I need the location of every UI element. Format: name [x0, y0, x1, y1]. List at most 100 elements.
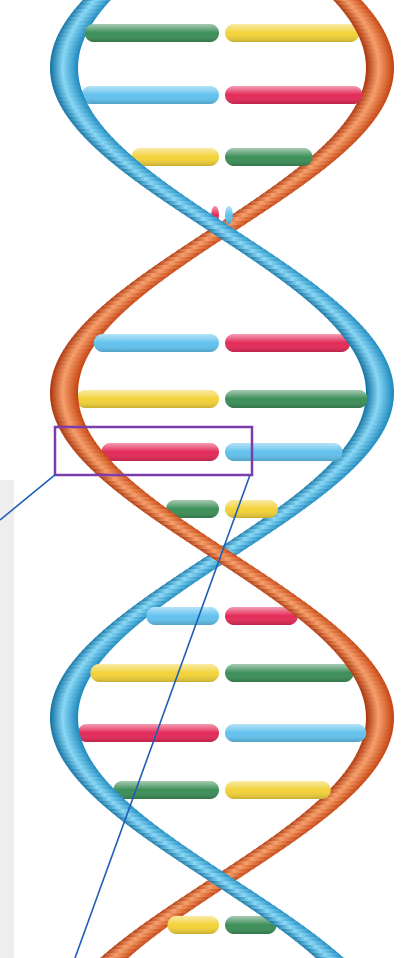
blue-strand-segment — [91, 637, 123, 642]
blue-strand-segment — [243, 253, 277, 258]
blue-strand-segment — [247, 525, 281, 530]
orange-strand-segment — [329, 645, 361, 650]
blue-strand-segment — [298, 293, 331, 298]
blue-strand-segment — [246, 905, 280, 910]
blue-strand-segment — [182, 213, 216, 218]
base-left-shine — [132, 148, 219, 166]
orange-strand-segment — [241, 577, 275, 582]
orange-strand-segment — [287, 609, 320, 614]
base-right-shine — [225, 206, 233, 224]
blue-strand-segment — [109, 621, 142, 626]
orange-strand-segment — [161, 257, 195, 262]
orange-strand-segment — [54, 417, 84, 422]
blue-strand-segment — [285, 933, 318, 938]
blue-strand-segment — [275, 925, 308, 930]
orange-strand-segment — [360, 741, 389, 746]
blue-strand-segment — [344, 337, 375, 342]
blue-strand-segment — [51, 77, 80, 82]
blue-strand-segment — [114, 617, 147, 622]
blue-strand-segment — [61, 757, 91, 762]
blue-strand-segment — [362, 369, 391, 374]
orange-strand-segment — [364, 53, 393, 58]
blue-strand-segment — [68, 117, 99, 122]
base-left-shine — [90, 664, 219, 682]
orange-strand-segment — [270, 597, 304, 602]
orange-strand-segment — [193, 545, 227, 550]
blue-strand-segment — [54, 741, 83, 746]
orange-strand-segment — [246, 201, 280, 206]
blue-strand-segment — [293, 289, 326, 294]
blue-strand-segment — [340, 449, 371, 454]
blue-strand-segment — [139, 833, 173, 838]
orange-strand-segment — [176, 897, 210, 902]
orange-strand-segment — [170, 901, 204, 906]
blue-strand-segment — [97, 149, 129, 154]
blue-strand-segment — [59, 29, 89, 34]
blue-strand-segment — [363, 373, 392, 378]
orange-strand-segment — [364, 729, 393, 734]
base-pair — [82, 86, 363, 104]
blue-strand-segment — [260, 265, 294, 270]
orange-strand-segment — [291, 169, 324, 174]
blue-strand-segment — [354, 429, 384, 434]
blue-strand-segment — [352, 349, 382, 354]
blue-strand-segment — [74, 125, 105, 130]
blue-strand-segment — [63, 109, 93, 114]
orange-strand-segment — [128, 281, 161, 286]
blue-strand-segment — [51, 705, 80, 710]
blue-strand-segment — [235, 533, 269, 538]
blue-strand-segment — [219, 237, 253, 242]
orange-strand-segment — [277, 829, 310, 834]
orange-strand-segment — [364, 701, 393, 706]
blue-strand-segment — [51, 729, 80, 734]
blue-strand-segment — [349, 437, 380, 442]
orange-strand-segment — [156, 261, 190, 266]
orange-strand-segment — [365, 705, 394, 710]
orange-strand-segment — [362, 737, 391, 742]
orange-strand-segment — [343, 661, 374, 666]
blue-strand-segment — [365, 381, 394, 386]
blue-strand-segment — [55, 93, 85, 98]
orange-strand-segment — [109, 485, 142, 490]
blue-strand-segment — [108, 809, 141, 814]
blue-strand-segment — [125, 173, 158, 178]
blue-strand-segment — [78, 1, 110, 6]
base-pair — [132, 148, 313, 166]
orange-strand-segment — [353, 105, 383, 110]
base-right-shine — [225, 24, 359, 42]
orange-strand-segment — [175, 533, 209, 538]
orange-strand-segment — [120, 937, 153, 942]
orange-strand-segment — [345, 13, 376, 18]
blue-strand-segment — [80, 649, 112, 654]
blue-strand-segment — [346, 441, 377, 446]
orange-strand-segment — [62, 433, 92, 438]
orange-strand-segment — [50, 397, 78, 402]
blue-strand-segment — [50, 73, 78, 78]
blue-strand-segment — [87, 641, 119, 646]
orange-strand-segment — [247, 581, 281, 586]
orange-strand-segment — [366, 69, 394, 74]
orange-strand-segment — [223, 565, 257, 570]
orange-strand-segment — [52, 373, 81, 378]
blue-strand-segment — [64, 761, 95, 766]
blue-strand-segment — [358, 421, 388, 426]
blue-strand-segment — [308, 301, 341, 306]
blue-strand-segment — [68, 13, 99, 18]
orange-strand-segment — [356, 101, 386, 106]
base-right-shine — [225, 148, 312, 166]
orange-strand-segment — [283, 825, 316, 830]
orange-strand-segment — [82, 321, 114, 326]
orange-strand-segment — [66, 341, 97, 346]
blue-strand-segment — [57, 33, 87, 38]
orange-strand-segment — [338, 5, 369, 10]
orange-strand-segment — [173, 249, 207, 254]
blue-strand-segment — [157, 585, 191, 590]
orange-strand-segment — [363, 85, 392, 90]
blue-strand-segment — [50, 721, 78, 726]
blue-strand-segment — [223, 541, 257, 546]
blue-strand-segment — [83, 645, 115, 650]
orange-strand-segment — [260, 841, 294, 846]
orange-strand-segment — [240, 205, 274, 210]
orange-strand-segment — [91, 469, 123, 474]
